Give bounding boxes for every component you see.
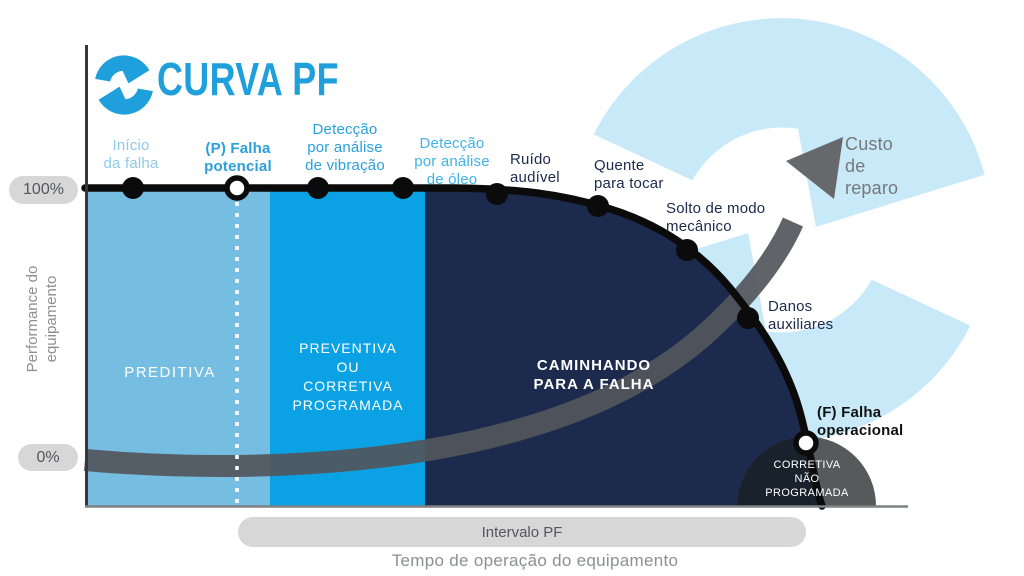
x-axis-label: Tempo de operação do equipamento [391,551,679,570]
marker-deteccao-oleo [392,177,414,199]
y-tick-0: 0% [18,444,78,471]
stage-label-deteccao-oleo: Detecção por análise de óleo [414,135,490,188]
stage-label-danos-auxiliares: Danos auxiliares [768,298,834,333]
stage-label-quente-tocar: Quente para tocar [594,157,664,192]
cost-arrow-label: Custo de reparo [845,134,899,198]
zone-label-preventiva: PREVENTIVA OU CORRETIVA PROGRAMADA [292,340,404,413]
stage-label-deteccao-vibracao: Detecção por análise de vibração [305,121,385,174]
y-tick-100: 100% [9,176,78,204]
marker-p-falha-potencial [224,175,250,201]
marker-deteccao-vibracao [307,177,329,199]
page-title: CURVA PF [157,53,339,105]
zone-label-caminhando: CAMINHANDO PARA A FALHA [533,357,655,393]
marker-inicio-falha [122,177,144,199]
stage-label-ruido-audivel: Ruído audível [510,151,560,186]
stage-label-p-falha-potencial: (P) Falha potencial [204,140,272,175]
stage-label-f-falha-operacional: (F) Falha operacional [817,404,904,439]
zone-label-corretiva-nao-programada: CORRETIVA NÃO PROGRAMADA [765,459,849,499]
marker-quente-tocar [587,195,609,217]
stage-label-solto-mecanico: Solto de modo mecânico [666,200,766,235]
cost-arrow-shaft [84,217,804,477]
y-axis-label: Performance do equipamento [24,265,60,373]
interval-pf-pill: Intervalo PF [238,517,806,547]
cost-arrow-head [786,137,843,199]
marker-ruido-audivel [486,183,508,205]
stage-markers [122,177,759,329]
stage-label-inicio-falha: Início da falha [103,137,159,172]
brand-logo-icon [95,55,153,115]
marker-solto-mecanico [676,239,698,261]
marker-danos-auxiliares [737,307,759,329]
marker-f-falha-operacional [793,430,819,456]
performance-curve [81,184,826,510]
zone-label-preditiva: PREDITIVA [124,364,216,381]
